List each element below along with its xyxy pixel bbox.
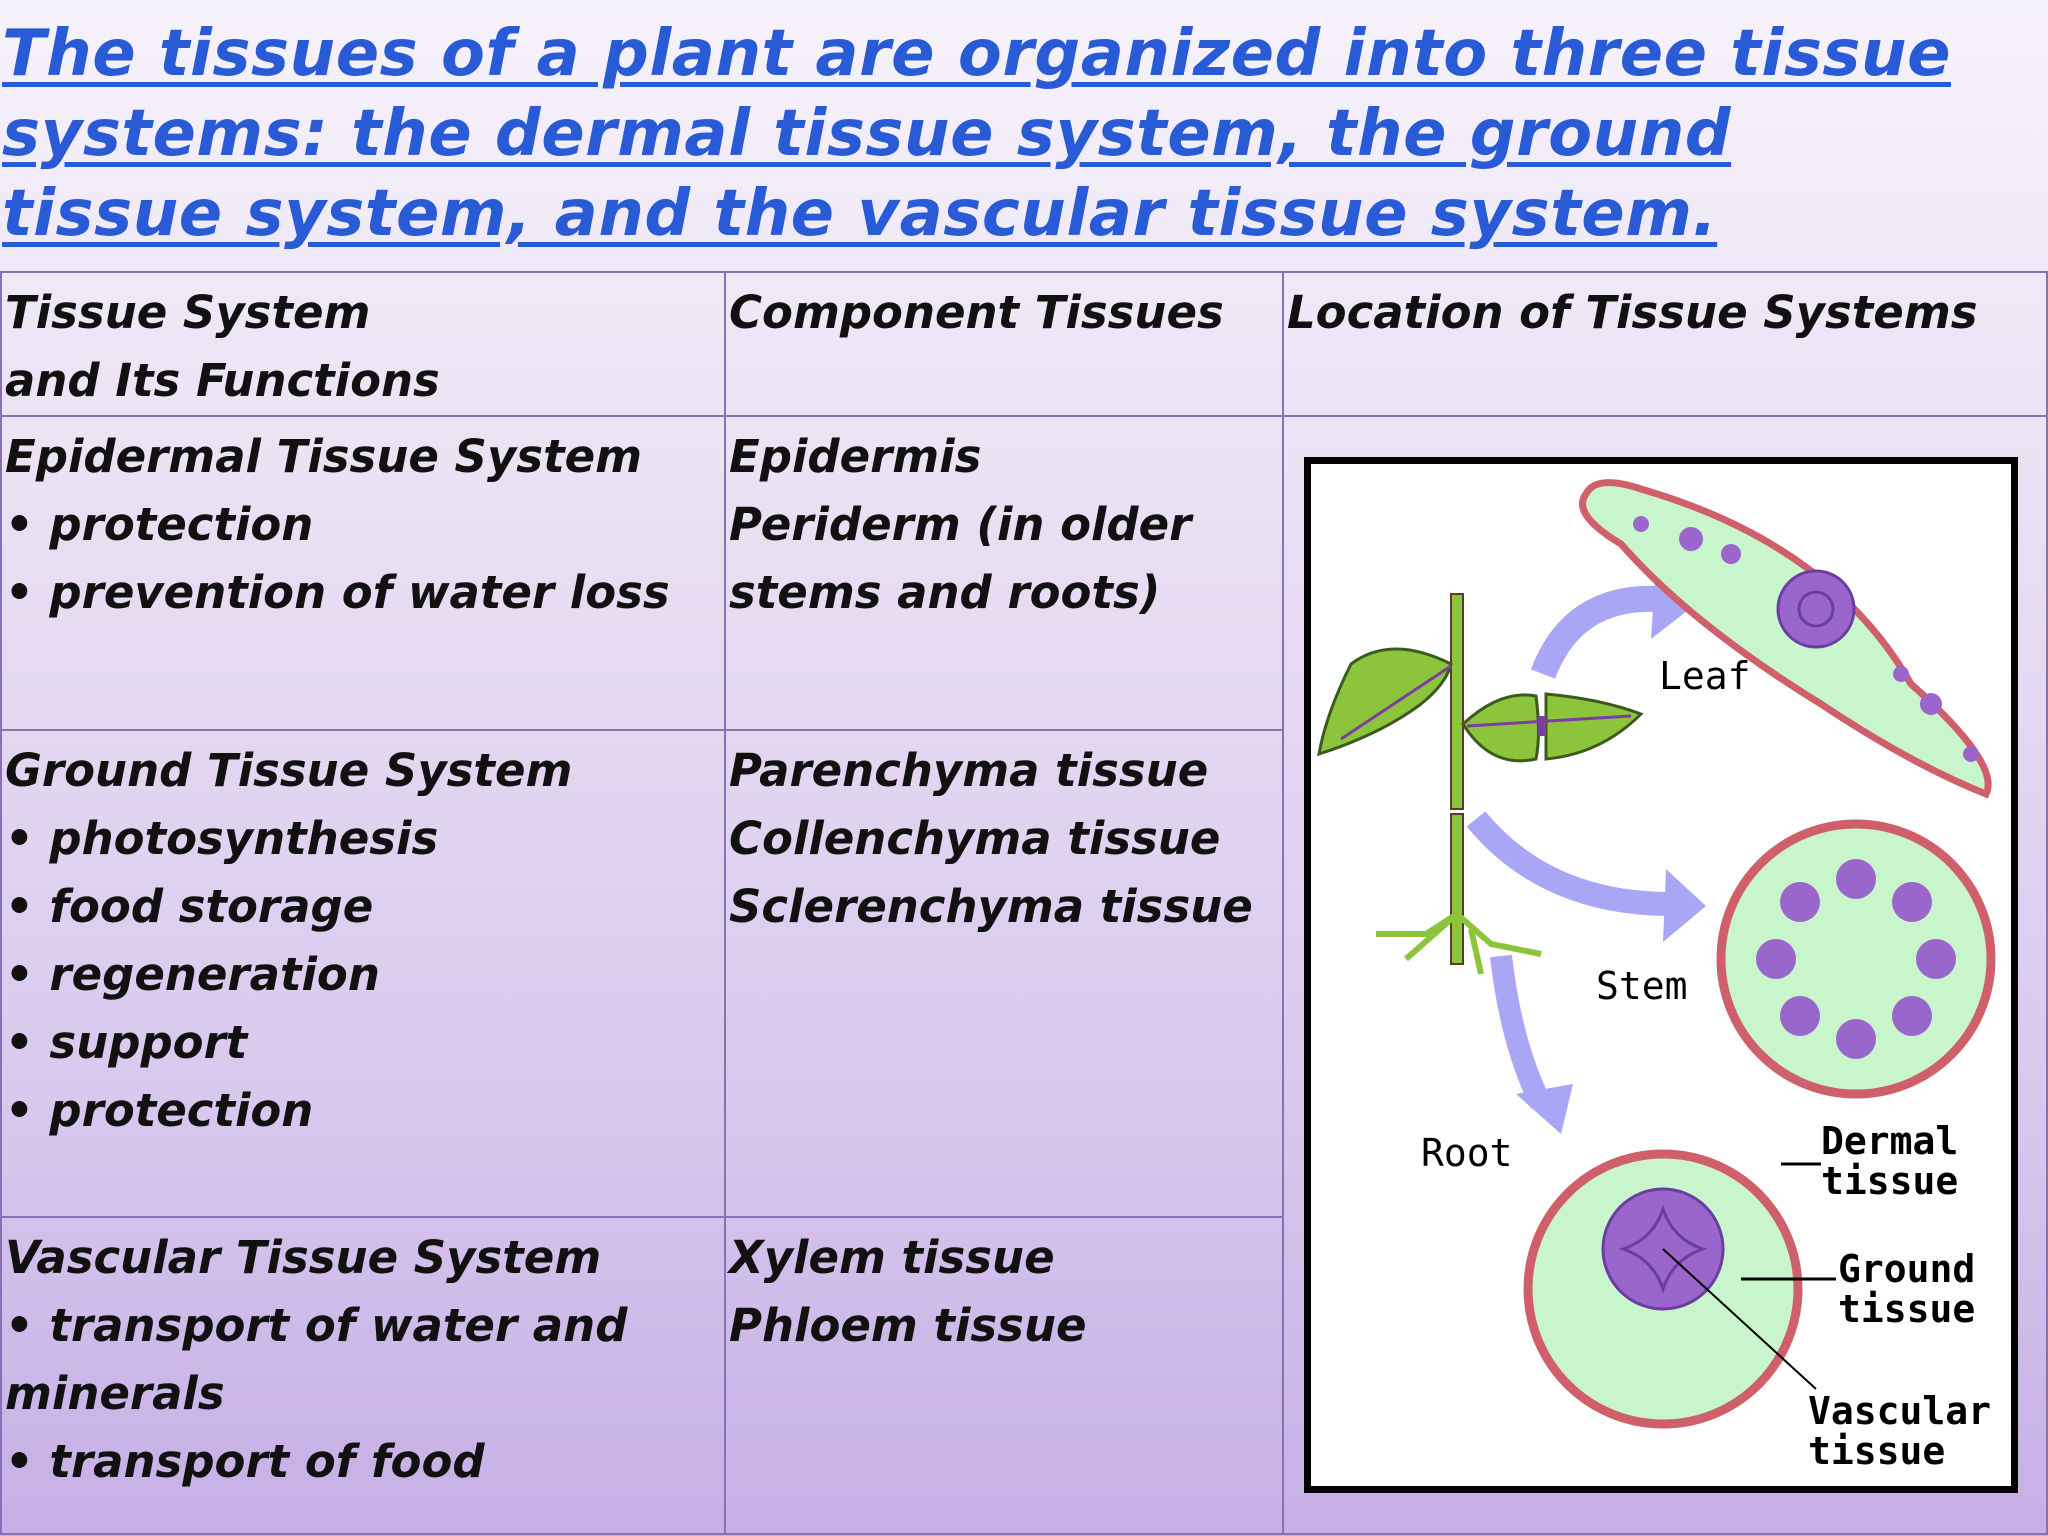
table-header-row: Tissue System and Its Functions Componen… (0, 271, 2048, 417)
vascular-system-title: Vascular Tissue System (5, 1231, 602, 1284)
title-line-2: systems: the dermal tissue system, the g… (2, 97, 1732, 171)
leaf-cross-section (1579, 479, 1992, 799)
epidermal-system-title: Epidermal Tissue System (5, 430, 643, 483)
ground-label-line-1: Ground (1838, 1247, 1975, 1291)
cell-ground-components: Parenchyma tissue Collenchyma tissue Scl… (724, 729, 1284, 1218)
epidermal-function-1: • protection (5, 498, 314, 551)
header-location-text: Location of Tissue Systems (1287, 286, 1978, 339)
cell-ground-system: Ground Tissue System • photosynthesis • … (0, 729, 726, 1218)
vascular-leader-line (1662, 1248, 1817, 1390)
vascular-function-1-cont: minerals (5, 1367, 225, 1420)
ground-function-4: • support (5, 1016, 248, 1069)
header-component-tissues: Component Tissues (724, 271, 1284, 417)
root-cross-section (1523, 1149, 1803, 1429)
plant-diagram-svg: Leaf Stem Root Dermal tissue Ground tiss… (1317, 479, 1996, 1473)
vascular-function-2: • transport of food (5, 1435, 485, 1488)
ground-function-2: • food storage (5, 880, 374, 933)
stem-cross-section (1716, 819, 1996, 1099)
dermal-label-line-1: Dermal (1821, 1119, 1958, 1163)
tissue-systems-table: Tissue System and Its Functions Componen… (0, 271, 2048, 1535)
arrow-to-stem (1466, 811, 1672, 916)
epidermal-component-3: stems and roots) (729, 566, 1161, 619)
header-tissue-system-line-1: Tissue System (5, 286, 371, 339)
cell-epidermal-components: Epidermis Periderm (in older stems and r… (724, 415, 1284, 731)
stem-label: Stem (1596, 964, 1688, 1008)
table-row-vascular: Vascular Tissue System • transport of wa… (0, 1216, 2047, 1535)
ground-function-3: • regeneration (5, 948, 380, 1001)
epidermal-component-1: Epidermis (729, 430, 982, 483)
header-location: Location of Tissue Systems (1282, 271, 2048, 417)
vascular-function-1: • transport of water and (5, 1299, 628, 1352)
arrow-to-stem-head (1663, 869, 1706, 942)
vascular-label-line-1: Vascular (1808, 1389, 1991, 1433)
table-row-ground: Ground Tissue System • photosynthesis • … (0, 729, 2047, 1218)
arrow-to-leaf (1530, 585, 1662, 679)
dermal-label-line-2: tissue (1821, 1159, 1958, 1203)
ground-component-2: Collenchyma tissue (729, 812, 1221, 865)
cell-epidermal-system: Epidermal Tissue System • protection • p… (0, 415, 726, 731)
vascular-label-line-2: tissue (1808, 1429, 1945, 1473)
cell-vascular-components: Xylem tissue Phloem tissue (724, 1216, 1284, 1535)
epidermal-function-2: • prevention of water loss (5, 566, 670, 619)
vascular-component-2: Phloem tissue (729, 1299, 1087, 1352)
header-tissue-system: Tissue System and Its Functions (0, 271, 726, 417)
root-label: Root (1421, 1131, 1513, 1175)
cell-tissue-location-figure: Leaf Stem Root Dermal tissue Ground tiss… (1282, 415, 2048, 1535)
arrow-to-root (1490, 954, 1551, 1109)
title-line-1: The tissues of a plant are organized int… (2, 17, 1951, 91)
header-tissue-system-line-2: and Its Functions (5, 354, 440, 407)
table-row-epidermal: Epidermal Tissue System • protection • p… (0, 415, 2048, 1535)
ground-function-1: • photosynthesis (5, 812, 439, 865)
title-line-3: tissue system, and the vascular tissue s… (2, 177, 1718, 251)
vascular-component-1: Xylem tissue (729, 1231, 1055, 1284)
epidermal-component-2: Periderm (in older (729, 498, 1192, 551)
ground-component-3: Sclerenchyma tissue (729, 880, 1253, 933)
plant-illustration (1317, 593, 1644, 975)
arrow-to-root-head (1516, 1084, 1573, 1134)
plant-tissue-diagram: Leaf Stem Root Dermal tissue Ground tiss… (1304, 457, 2018, 1493)
ground-component-1: Parenchyma tissue (729, 744, 1209, 797)
header-component-tissues-text: Component Tissues (729, 286, 1224, 339)
ground-system-title: Ground Tissue System (5, 744, 573, 797)
ground-function-5: • protection (5, 1084, 314, 1137)
ground-label-line-2: tissue (1838, 1287, 1975, 1331)
cell-vascular-system: Vascular Tissue System • transport of wa… (0, 1216, 726, 1535)
page-title[interactable]: The tissues of a plant are organized int… (2, 14, 2042, 254)
leaf-label: Leaf (1659, 654, 1751, 698)
